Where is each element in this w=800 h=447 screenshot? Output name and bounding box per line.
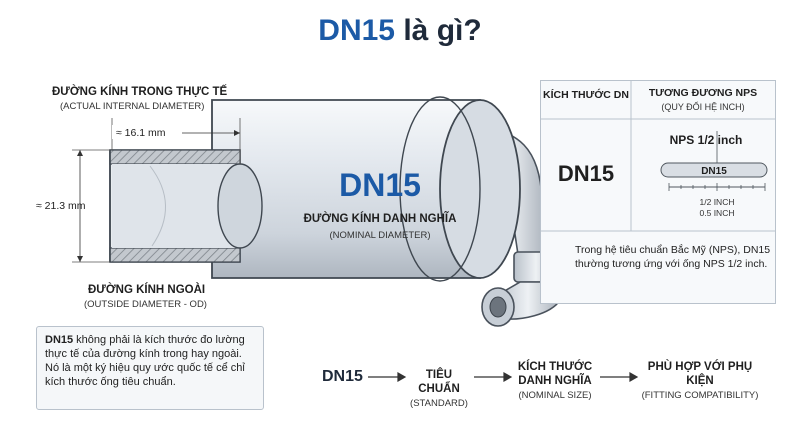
- pipe-label: ĐƯỜNG KÍNH DANH NGHĨA: [304, 212, 457, 225]
- flow-step-nominal-main: KÍCH THƯỚC DANH NGHĨA: [517, 361, 593, 387]
- nps-note: Trong hệ tiêu chuẩn Bắc Mỹ (NPS), DN15 t…: [575, 244, 771, 270]
- nps-inch-label: 1/2 INCH: [700, 197, 735, 207]
- flow-step-fitting: PHÙ HỢP VỚI PHỤ KIỆN (FITTING COMPATIBIL…: [638, 360, 762, 401]
- cutaway-wall-bottom: [109, 247, 241, 263]
- definition-note: DN15 không phải là kích thước đo lường t…: [36, 326, 264, 410]
- flow-start: DN15: [322, 368, 363, 385]
- definition-note-text: DN15 không phải là kích thước đo lường t…: [37, 327, 263, 395]
- nps-title: NPS 1/2 inch: [669, 133, 743, 147]
- page-title: DN15 là gì?: [0, 14, 800, 48]
- cutaway-bore: [112, 164, 240, 248]
- flow-step-fitting-sub: (FITTING COMPATIBILITY): [641, 390, 759, 401]
- outer-diameter-sublabel: (OUTSIDE DIAMETER - OD): [84, 299, 207, 310]
- definition-note-bold: DN15: [45, 334, 74, 346]
- flow-step-nominal-sub: (NOMINAL SIZE): [518, 390, 592, 401]
- flow-step-standard-main: TIÊU CHUẨN: [418, 369, 460, 395]
- nps-col1-header: KÍCH THƯỚC DN: [543, 89, 629, 101]
- flow-step-nominal: KÍCH THƯỚC DANH NGHĨA (NOMINAL SIZE): [512, 360, 598, 401]
- nps-dn-value: DN15: [557, 161, 615, 186]
- outer-dim-arrow-bottom: [77, 256, 83, 262]
- pipe-collar: [399, 96, 481, 282]
- nps-table-graphics: DN15 1/2 INCH 0.5 INCH: [541, 81, 775, 232]
- nps-pipe: [660, 162, 768, 178]
- nps-comparison-table: DN15 1/2 INCH 0.5 INCH KÍCH THƯỚC DN TƯƠ…: [540, 80, 776, 304]
- inner-diameter-sublabel: (ACTUAL INTERNAL DIAMETER): [60, 101, 205, 112]
- title-code: DN15: [318, 14, 395, 47]
- pipe-sublabel: (NOMINAL DIAMETER): [330, 230, 431, 241]
- cutaway-inner-end: [217, 163, 263, 249]
- inner-dim-arrow-right: [234, 130, 240, 136]
- fitting-hole: [489, 296, 507, 318]
- nps-pipe-label: DN15: [701, 166, 727, 177]
- outer-dim-value: ≈ 21.3 mm: [36, 200, 86, 212]
- nps-ruler-ticks: [668, 183, 766, 191]
- cutaway-bore-shade: [149, 165, 166, 247]
- pipe-code: DN15: [339, 167, 421, 203]
- flow-step-standard-sub: (STANDARD): [410, 398, 468, 409]
- title-question: là gì?: [403, 14, 482, 47]
- definition-note-body: không phải là kích thước đo lường thực t…: [45, 334, 245, 388]
- nps-col2-sub: (QUY ĐỔI HỆ INCH): [661, 102, 745, 112]
- outer-diameter-label: ĐƯỜNG KÍNH NGOÀI: [88, 284, 206, 296]
- inner-dim-value: ≈ 16.1 mm: [116, 127, 166, 139]
- cutaway-wall-top: [109, 149, 241, 165]
- outer-dim-arrow-top: [77, 150, 83, 156]
- inner-dim-bg: [112, 125, 182, 139]
- flow-step-fitting-main: PHÙ HỢP VỚI PHỤ KIỆN: [647, 361, 753, 387]
- nps-inch-value: 0.5 INCH: [700, 208, 735, 218]
- nps-col2-header: TƯƠNG ĐƯƠNG NPS: [648, 87, 758, 99]
- inner-diameter-label: ĐƯỜNG KÍNH TRONG THỰC TẾ: [52, 86, 228, 98]
- flow-step-standard: TIÊU CHUẨN (STANDARD): [404, 368, 474, 409]
